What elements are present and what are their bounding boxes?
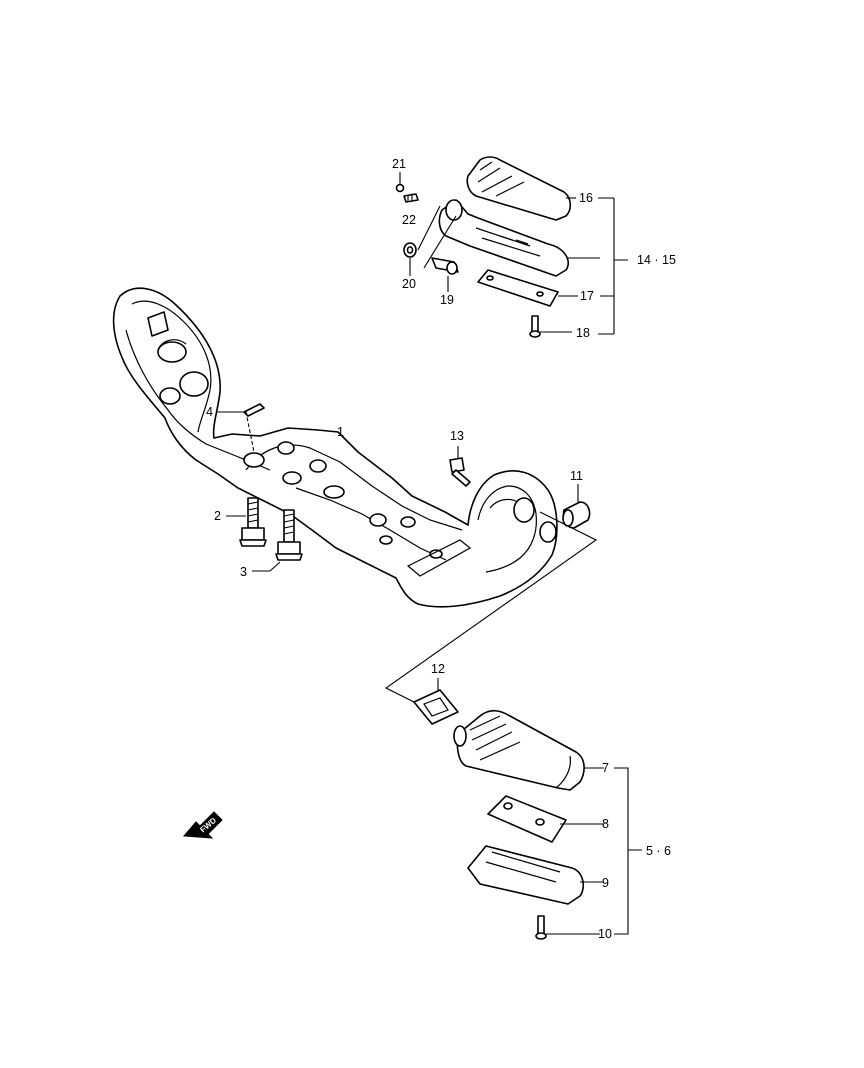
plate-17 — [477, 269, 559, 307]
gasket-12 — [413, 678, 459, 725]
screw-10 — [535, 915, 600, 940]
upper-footrest-16 — [466, 156, 572, 221]
callout-12: 12 — [431, 662, 445, 676]
bolt-13 — [449, 446, 471, 487]
fwd-arrow-icon: FWD — [182, 811, 223, 839]
group-bracket-5-6 — [614, 767, 642, 935]
callout-14-15: 14 · 15 — [637, 253, 676, 267]
rubber-9 — [467, 845, 604, 905]
washer-20 — [403, 242, 417, 276]
spring-22 — [403, 193, 419, 203]
callout-21: 21 — [392, 157, 406, 171]
screw-18 — [529, 315, 541, 338]
cap-nut-11 — [562, 484, 591, 529]
footrest-bracket — [112, 287, 558, 608]
callout-5-6: 5 · 6 — [646, 844, 671, 858]
callout-13: 13 — [450, 429, 464, 443]
callout-17: 17 — [580, 289, 594, 303]
callout-8: 8 — [602, 817, 609, 831]
callout-2: 2 — [214, 509, 221, 523]
callout-4: 4 — [206, 405, 213, 419]
callout-20: 20 — [402, 277, 416, 291]
bolt-3 — [252, 509, 303, 572]
callout-11: 11 — [570, 469, 583, 483]
lower-footrest-7 — [453, 709, 604, 791]
callout-16: 16 — [579, 191, 593, 205]
callout-1: 1 — [337, 425, 344, 439]
cotter-pin — [216, 403, 265, 453]
callout-7: 7 — [602, 761, 609, 775]
ball-21 — [395, 172, 405, 193]
callout-10: 10 — [598, 927, 612, 941]
upper-footrest-body — [438, 199, 570, 277]
callout-22: 22 — [402, 213, 416, 227]
callout-3: 3 — [240, 565, 247, 579]
bolt-2 — [226, 497, 267, 547]
reference-line-lower — [384, 511, 598, 703]
callout-18: 18 — [576, 326, 590, 340]
callout-9: 9 — [602, 876, 609, 890]
plate-8 — [487, 795, 604, 843]
pin-19 — [431, 257, 459, 292]
dashed-lines-upper — [417, 205, 457, 269]
callout-19: 19 — [440, 293, 454, 307]
